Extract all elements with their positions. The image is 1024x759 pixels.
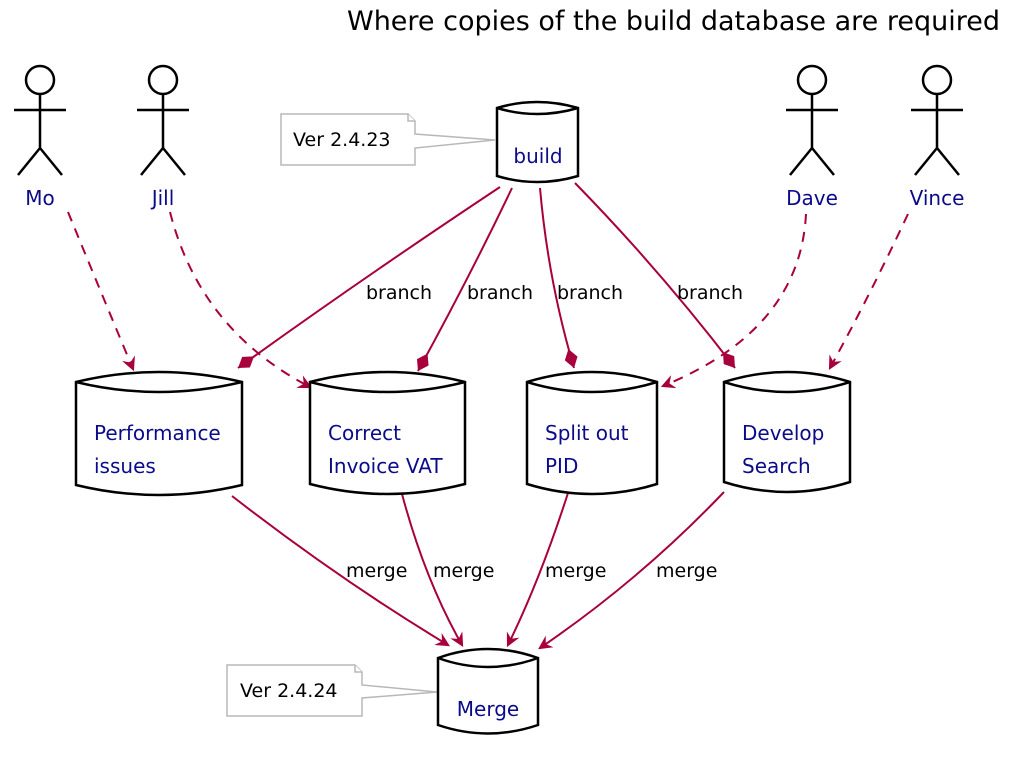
actor-mo-body-icon: [14, 94, 66, 176]
db-pid-line-2: PID: [545, 454, 578, 478]
actor-dave-label: Dave: [786, 186, 838, 210]
db-vat-line-1: Correct: [328, 421, 401, 445]
edge-label-build-vat: branch: [467, 282, 533, 304]
actor-dave-body-icon: [786, 94, 838, 176]
edge-label-build-perf: branch: [366, 282, 432, 304]
actor-vince-label: Vince: [910, 186, 965, 210]
actor-dave-head-icon: [796, 64, 828, 96]
actor-jill-label: Jill: [150, 186, 175, 210]
edge-pid-merge: [506, 492, 569, 648]
db-search-line-1: Develop: [742, 421, 824, 445]
actor-mo-label: Mo: [25, 186, 55, 210]
edge-label-vat-merge: merge: [433, 560, 494, 582]
db-build[interactable]: build: [495, 100, 580, 184]
edge-label-search-merge: merge: [656, 560, 717, 582]
actor-mo-head-icon: [24, 64, 56, 96]
edge-label-build-search: branch: [677, 282, 743, 304]
edge-mo-perf: [67, 211, 135, 372]
note-merge-text: Ver 2.4.24: [240, 680, 338, 702]
db-search-line-2: Search: [742, 454, 811, 478]
edge-label-pid-merge: merge: [545, 560, 606, 582]
db-perf[interactable]: Performance issues: [74, 370, 244, 497]
actor-vince-body-icon: [911, 94, 963, 176]
note-build-text: Ver 2.4.23: [293, 129, 391, 151]
edge-build-vat: [416, 187, 513, 372]
edge-perf-merge: [231, 495, 450, 647]
actor-dave[interactable]: Dave: [786, 64, 838, 210]
note-merge: Ver 2.4.24: [226, 664, 438, 717]
actor-jill-head-icon: [147, 64, 179, 96]
diagram-title: Where copies of the build database are r…: [347, 6, 1000, 37]
db-merge[interactable]: Merge: [436, 647, 540, 735]
actor-jill-body-icon: [137, 94, 189, 176]
edge-search-merge: [538, 491, 725, 650]
edge-jill-vat: [169, 211, 313, 389]
db-vat[interactable]: Correct Invoice VAT: [308, 370, 467, 496]
db-search[interactable]: Develop Search: [722, 370, 852, 494]
actor-vince[interactable]: Vince: [910, 64, 965, 210]
edge-build-perf: [237, 186, 501, 369]
edge-label-build-pid: branch: [557, 282, 623, 304]
actor-vince-head-icon: [921, 64, 953, 96]
db-perf-line-1: Performance: [94, 421, 221, 445]
edges: branch branch branch branch merge merge …: [67, 182, 909, 650]
db-pid[interactable]: Split out PID: [525, 370, 659, 496]
edge-dave-pid: [660, 213, 807, 389]
actor-jill[interactable]: Jill: [137, 64, 189, 210]
db-vat-line-2: Invoice VAT: [328, 454, 443, 478]
edge-build-search: [574, 182, 736, 369]
actor-mo[interactable]: Mo: [14, 64, 66, 210]
db-build-label: build: [513, 144, 562, 168]
edge-vat-merge: [401, 493, 464, 648]
note-build: Ver 2.4.23: [280, 113, 496, 166]
edge-vince-search: [828, 213, 909, 371]
db-pid-line-1: Split out: [545, 421, 629, 445]
db-merge-label: Merge: [457, 697, 519, 721]
edge-build-pid: [539, 187, 578, 369]
db-perf-line-2: issues: [94, 454, 156, 478]
edge-label-perf-merge: merge: [346, 560, 407, 582]
